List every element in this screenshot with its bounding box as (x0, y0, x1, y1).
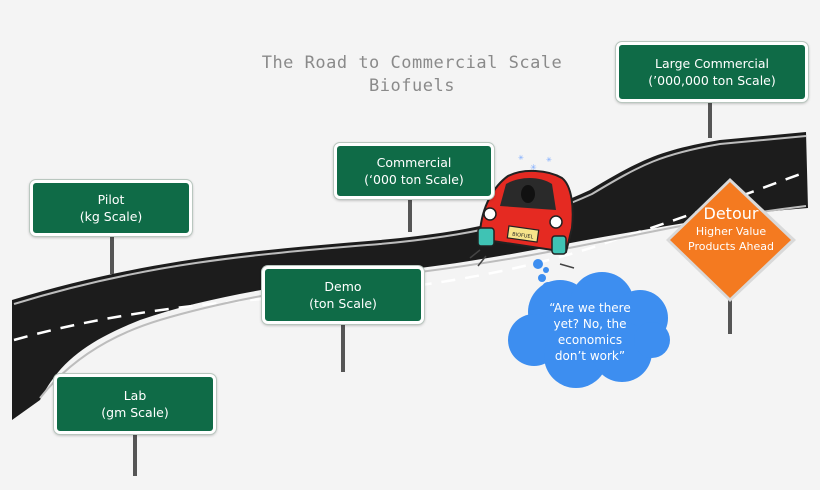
thought-bubble (508, 272, 670, 388)
steam-puff: ✳ (518, 154, 524, 162)
sign-demo-title: Demo (324, 279, 362, 294)
sign-pilot: Pilot (kg Scale) (30, 180, 192, 236)
sign-large-commercial-title: Large Commercial (655, 56, 769, 71)
sign-lab-scale: (gm Scale) (101, 405, 169, 420)
sign-commercial-title: Commercial (376, 155, 452, 170)
car-license-plate (506, 225, 540, 243)
thought-line-4: don’t work” (554, 349, 626, 363)
sign-post (408, 198, 412, 232)
sign-post (341, 322, 345, 372)
sign-lab: Lab (gm Scale) (54, 374, 216, 434)
sign-pilot-title: Pilot (97, 192, 125, 207)
detour-line-1: Higher Value (695, 225, 767, 238)
car-plate-text: BIOFUEL (512, 232, 534, 241)
sign-demo-scale: (ton Scale) (309, 296, 377, 311)
car: BIOFUEL ✳ ✳ ✳ (469, 154, 575, 273)
title-line-1: The Road to Commercial Scale (261, 53, 563, 73)
sign-large-commercial: Large Commercial (’000,000 ton Scale) (616, 42, 808, 102)
sign-large-commercial-scale: (’000,000 ton Scale) (648, 73, 776, 88)
steam-puff: ✳ (530, 163, 537, 172)
detour-sign (666, 178, 796, 302)
sign-post (133, 432, 137, 476)
detour-line-2: Products Ahead (688, 240, 774, 253)
thought-line-3: economics (557, 333, 623, 347)
sign-commercial-scale: (‘000 ton Scale) (364, 172, 464, 187)
thought-bubble-text: “Are we there yet? No, the economics don… (520, 300, 660, 364)
thought-line-2: yet? No, the (553, 317, 627, 331)
thought-line-1: “Are we there (549, 301, 631, 315)
sign-pilot-scale: (kg Scale) (79, 209, 143, 224)
detour-title: Detour (703, 204, 759, 223)
detour-text: Detour Higher Value Products Ahead (668, 204, 794, 254)
sign-post (110, 232, 114, 274)
sign-demo: Demo (ton Scale) (262, 266, 424, 324)
sign-post (728, 300, 732, 334)
steam-puff: ✳ (546, 156, 552, 164)
diagram-title: The Road to Commercial Scale Biofuels (200, 52, 624, 98)
title-line-2: Biofuels (369, 76, 455, 96)
road-edge-line (13, 135, 807, 305)
sign-post (708, 100, 712, 138)
sign-lab-title: Lab (123, 388, 147, 403)
sign-commercial: Commercial (‘000 ton Scale) (334, 143, 494, 199)
